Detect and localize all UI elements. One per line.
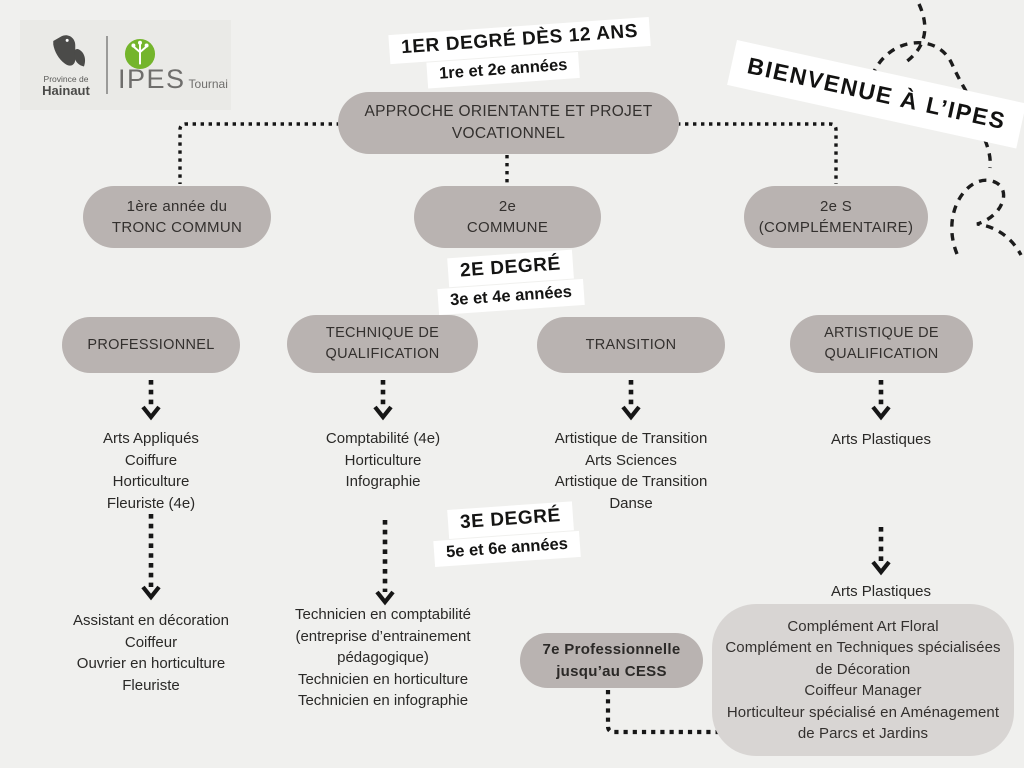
- node-complements: Complément Art Floral Complément en Tech…: [712, 604, 1014, 756]
- node-7e-line2: jusqu’au CESS: [556, 662, 667, 680]
- complement-item: Complément Art Floral: [787, 617, 939, 635]
- swirl-decoration-top: [904, 3, 927, 64]
- arrowhead-technique-d2: [373, 405, 393, 421]
- ipes-label: IPES: [118, 63, 186, 94]
- node-tech-line2: QUALIFICATION: [325, 346, 440, 362]
- node-tech-line1: TECHNIQUE DE: [325, 325, 440, 342]
- list-item: Arts Sciences: [585, 451, 677, 469]
- node-approche-line1: APPROCHE ORIENTANTE ET PROJET: [364, 103, 653, 120]
- node-commune-line1: 2e: [498, 197, 517, 215]
- node-approche-orientante: APPROCHE ORIENTANTE ET PROJET VOCATIONNE…: [338, 92, 679, 154]
- arrowhead-professionnel-d3: [141, 585, 161, 601]
- list-item: Ouvrier en horticulture: [76, 655, 226, 672]
- list-item: Comptabilité (4e): [325, 430, 441, 447]
- node-comp-line2: (COMPLÉMENTAIRE): [758, 219, 914, 236]
- node-tronc-commun: 1ère année du TRONC COMMUN: [83, 186, 271, 248]
- list-item: Assistant en décoration: [73, 612, 229, 629]
- swirl-decoration-arch: [870, 41, 994, 128]
- ipes-logo: IPES Tournai: [118, 36, 228, 95]
- banner-degree-3: 3E DEGRÉ 5e et 6e années: [431, 501, 581, 568]
- list-item: Infographie: [345, 473, 421, 490]
- node-artq-line2: QUALIFICATION: [824, 346, 939, 362]
- province-de-label: Province de: [43, 74, 89, 85]
- list-artistique-d3: Arts Plastiques: [796, 581, 966, 603]
- list-item: Coiffeur: [124, 633, 178, 651]
- list-item: Arts Appliqués: [103, 430, 199, 447]
- node-2e-complementaire: 2e S (COMPLÉMENTAIRE): [744, 186, 928, 248]
- list-item: Danse: [609, 494, 653, 512]
- list-professionnel-d3: Assistant en décoration Coiffeur Ouvrier…: [41, 610, 261, 696]
- node-tronc-line2: TRONC COMMUN: [111, 219, 243, 236]
- node-tronc-line1: 1ère année du: [126, 197, 228, 215]
- node-prof-label: PROFESSIONNEL: [87, 336, 215, 353]
- list-item: Artistique de Transition: [554, 430, 708, 447]
- node-transition: TRANSITION: [537, 317, 725, 373]
- swirl-decoration-tail: [983, 139, 992, 169]
- node-artq-line1: ARTISTIQUE DE: [824, 325, 939, 342]
- logo-divider: [106, 36, 108, 94]
- loop-decoration-right: [950, 178, 1023, 256]
- node-commune-line2: COMMUNE: [466, 219, 549, 236]
- node-professionnel: PROFESSIONNEL: [62, 317, 240, 373]
- list-item: Horticulture: [344, 451, 422, 469]
- connector-7e-to-complements: [605, 690, 742, 735]
- ipes-tree-icon: [124, 38, 156, 69]
- list-artistique-d2: Arts Plastiques: [796, 429, 966, 451]
- list-item: Fleuriste: [122, 676, 180, 694]
- list-item: Coiffure: [124, 451, 178, 469]
- list-item: Arts Plastiques: [830, 431, 932, 448]
- tournai-label: Tournai: [188, 76, 228, 91]
- logo-box: Province de Hainaut IPES Tournai: [20, 20, 231, 110]
- list-technique-d3: Technicien en comptabilité (entreprise d…: [272, 604, 494, 712]
- list-item: Fleuriste (4e): [106, 494, 196, 512]
- complement-item: Complément en Techniques spécialisées de…: [725, 639, 1001, 678]
- complement-item: Horticulteur spécialisé en Aménagement d…: [726, 703, 1000, 743]
- connector-approche-to-complementaire: [677, 122, 838, 184]
- node-approche-line2: VOCATIONNEL: [451, 125, 566, 142]
- arrowhead-technique-d3: [375, 590, 395, 606]
- node-artistique-qualification: ARTISTIQUE DE QUALIFICATION: [790, 315, 973, 373]
- arrowhead-professionnel-d2: [141, 405, 161, 421]
- complement-item: Coiffeur Manager: [804, 682, 922, 699]
- arrowhead-artistique-d2: [871, 405, 891, 421]
- arrowhead-transition-d2: [621, 405, 641, 421]
- connector-approche-to-tronc: [178, 122, 340, 184]
- node-7e-professionnelle: 7e Professionnelle jusqu’au CESS: [520, 633, 703, 688]
- list-item: Artistique de Transition: [554, 473, 708, 490]
- list-professionnel-d2: Arts Appliqués Coiffure Horticulture Fle…: [46, 428, 256, 514]
- node-2e-commune: 2e COMMUNE: [414, 186, 601, 248]
- list-item: Arts Plastiques: [830, 583, 932, 600]
- list-item: Technicien en horticulture: [297, 670, 469, 688]
- node-technique-qualification: TECHNIQUE DE QUALIFICATION: [287, 315, 478, 373]
- province-hainaut-logo: Province de Hainaut: [34, 32, 98, 98]
- hainaut-bird-icon: [53, 35, 86, 67]
- hainaut-label: Hainaut: [42, 83, 90, 99]
- banner-degree-2: 2E DEGRÉ 3e et 4e années: [435, 249, 585, 316]
- list-item: Horticulture: [112, 473, 190, 490]
- arrowhead-artistique-d3: [871, 560, 891, 576]
- node-7e-line1: 7e Professionnelle: [542, 641, 681, 659]
- list-item: Technicien en infographie: [297, 692, 469, 709]
- node-trans-label: TRANSITION: [585, 336, 677, 353]
- list-technique-d2: Comptabilité (4e) Horticulture Infograph…: [278, 428, 488, 493]
- node-comp-line1: 2e S: [819, 197, 853, 215]
- list-transition-d2: Artistique de Transition Arts Sciences A…: [526, 428, 736, 514]
- list-item: Technicien en comptabilité (entreprise d…: [295, 606, 471, 666]
